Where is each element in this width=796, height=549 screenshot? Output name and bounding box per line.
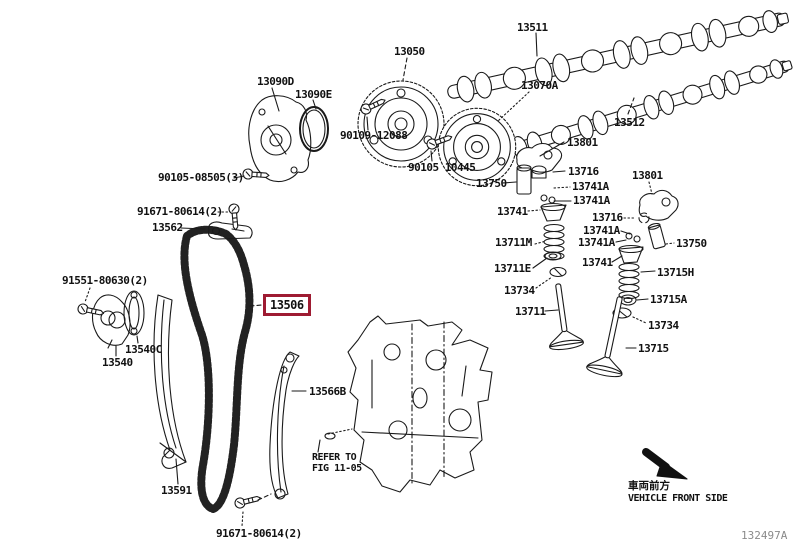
part-label-13511: 13511: [517, 21, 548, 34]
part-label-13715A: 13715A: [650, 293, 687, 306]
bolt-icon-90105-08505: [242, 168, 270, 182]
vvt-gear-exhaust-drawing: [437, 107, 517, 187]
bolt-icon-91671-top: [228, 203, 242, 231]
part-label-13750-left: 13750: [476, 177, 507, 190]
part-label-13566B: 13566B: [309, 385, 346, 398]
part-label-13711: 13711: [515, 305, 546, 318]
part-label-13512: 13512: [614, 116, 645, 129]
part-label-13741-left: 13741: [497, 205, 528, 218]
part-label-91671-bottom: 91671-80614(2): [216, 527, 302, 540]
part-label-13741A-2: 13741A: [573, 194, 610, 207]
part-label-13591: 13591: [161, 484, 192, 497]
part-label-13716-right: 13716: [592, 211, 623, 224]
vibration-damper-drawing: [208, 222, 252, 239]
part-label-13801-right: 13801: [632, 169, 663, 182]
part-label-13711E: 13711E: [494, 262, 531, 275]
tensioner-gasket-drawing: [124, 291, 144, 335]
part-label-13741A-3: 13741A: [583, 224, 620, 237]
part-label-13562: 13562: [152, 221, 183, 234]
part-label-13741A-4: 13741A: [578, 236, 615, 249]
part-label-91551: 91551-80630(2): [62, 274, 148, 287]
part-label-91671-top: 91671-80614(2): [137, 205, 223, 218]
part-label-13050: 13050: [394, 45, 425, 58]
o-ring-drawing: [300, 107, 328, 151]
part-label-13734-right: 13734: [648, 319, 679, 332]
part-label-90109-12088: 90109-12088: [340, 129, 408, 142]
engine-block-drawing: [348, 316, 492, 492]
oil-pump-drawing: [249, 96, 311, 182]
refer-note-line2: FIG 11-05: [312, 463, 362, 474]
highlighted-part-box: 13506: [263, 294, 311, 316]
part-label-90105-08505: 90105-08505(3): [158, 171, 244, 184]
bolt-icon-91671-bottom: [233, 492, 263, 510]
part-label-13090D: 13090D: [257, 75, 294, 88]
refer-note-line1: REFER TO: [312, 452, 357, 463]
part-label-13801-upper: 13801: [567, 136, 598, 149]
highlighted-part-number: 13506: [270, 298, 304, 312]
timing-chain-drawing: [184, 230, 249, 509]
part-label-13540: 13540: [102, 356, 133, 369]
figure-code: 132497A: [741, 529, 788, 542]
bolt-icon-91551: [76, 302, 106, 319]
part-label-13741A-1: 13741A: [572, 180, 609, 193]
part-label-13715H: 13715H: [657, 266, 694, 279]
part-label-13741-right: 13741: [582, 256, 613, 269]
part-label-90105-10445: 90105 10445: [408, 161, 476, 174]
leader-lines: [85, 33, 674, 526]
chain-guide-left-drawing: [154, 295, 186, 468]
vehicle-front-label-jp: 車両前方: [628, 480, 670, 492]
part-label-13716-left: 13716: [568, 165, 599, 178]
part-label-13750-right: 13750: [676, 237, 707, 250]
part-label-13715: 13715: [638, 342, 669, 355]
part-label-13734-left: 13734: [504, 284, 535, 297]
part-label-13540C: 13540C: [125, 343, 162, 356]
vehicle-front-label-en: VEHICLE FRONT SIDE: [628, 493, 728, 504]
part-label-13090E: 13090E: [295, 88, 332, 101]
part-label-13070A: 13070A: [521, 79, 558, 92]
part-label-13711M: 13711M: [495, 236, 532, 249]
valve-train-left-drawing: [517, 144, 584, 352]
chain-guide-right-drawing: [270, 352, 299, 499]
vehicle-front-arrow-icon: [646, 452, 687, 479]
valve-train-right-drawing: [586, 190, 678, 379]
